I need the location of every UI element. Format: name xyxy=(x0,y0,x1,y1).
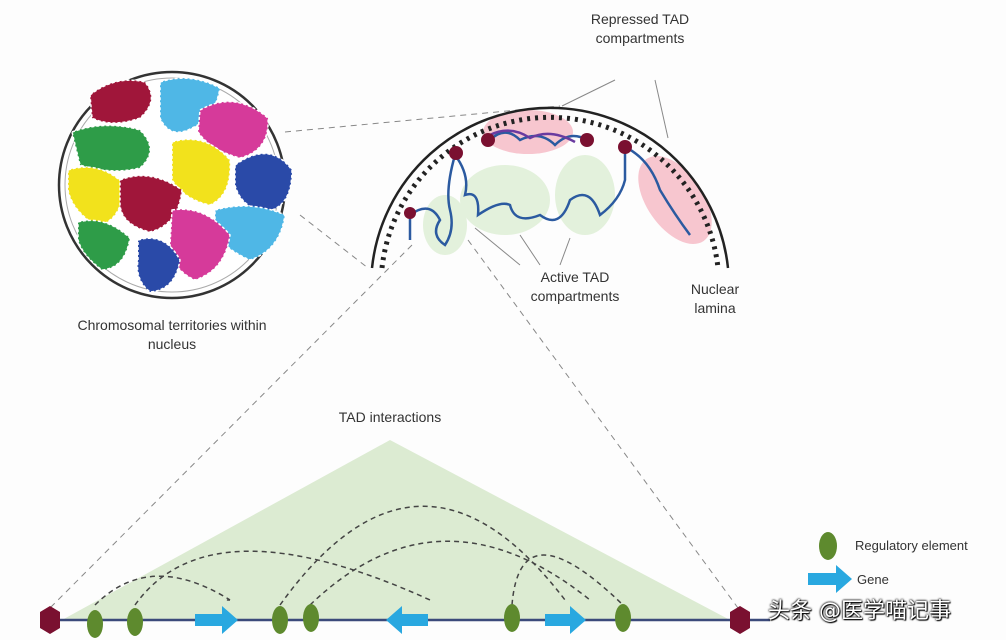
interaction-arcs xyxy=(94,505,624,606)
label-repressed: Repressed TAD compartments xyxy=(590,11,690,46)
nuclear-lamina-dots xyxy=(379,114,721,269)
chromatin-fiber xyxy=(408,131,692,247)
tad-linear-diagram xyxy=(40,440,770,638)
regulatory-elements xyxy=(87,604,631,638)
legend-regulatory-label: Regulatory element xyxy=(855,538,968,553)
nucleus-territories xyxy=(57,70,293,300)
watermark: 头条 @医学喵记事 xyxy=(768,599,951,624)
label-tad-interactions: TAD interactions xyxy=(338,409,442,425)
label-territories: Chromosomal territories within nucleus xyxy=(77,317,267,352)
callout-arrows xyxy=(474,79,669,266)
legend-gene-label: Gene xyxy=(857,572,889,587)
boundary-hexagons xyxy=(404,133,632,219)
active-zone xyxy=(460,165,550,235)
legend-regulatory-icon xyxy=(819,532,837,560)
genes xyxy=(195,606,586,634)
legend-gene-icon xyxy=(808,565,852,593)
boundary-hexagon xyxy=(40,606,60,634)
repressed-chromatin xyxy=(489,129,576,144)
tad-triangle xyxy=(62,440,730,620)
nuclear-envelope xyxy=(370,106,730,269)
nuclear-dome xyxy=(370,79,730,269)
zoom-connector-lines xyxy=(49,105,739,609)
active-zone xyxy=(423,195,467,255)
label-active: Active TAD compartments xyxy=(530,269,620,304)
boundary-hexagon xyxy=(730,606,750,634)
label-lamina: Nuclear lamina xyxy=(690,281,740,316)
